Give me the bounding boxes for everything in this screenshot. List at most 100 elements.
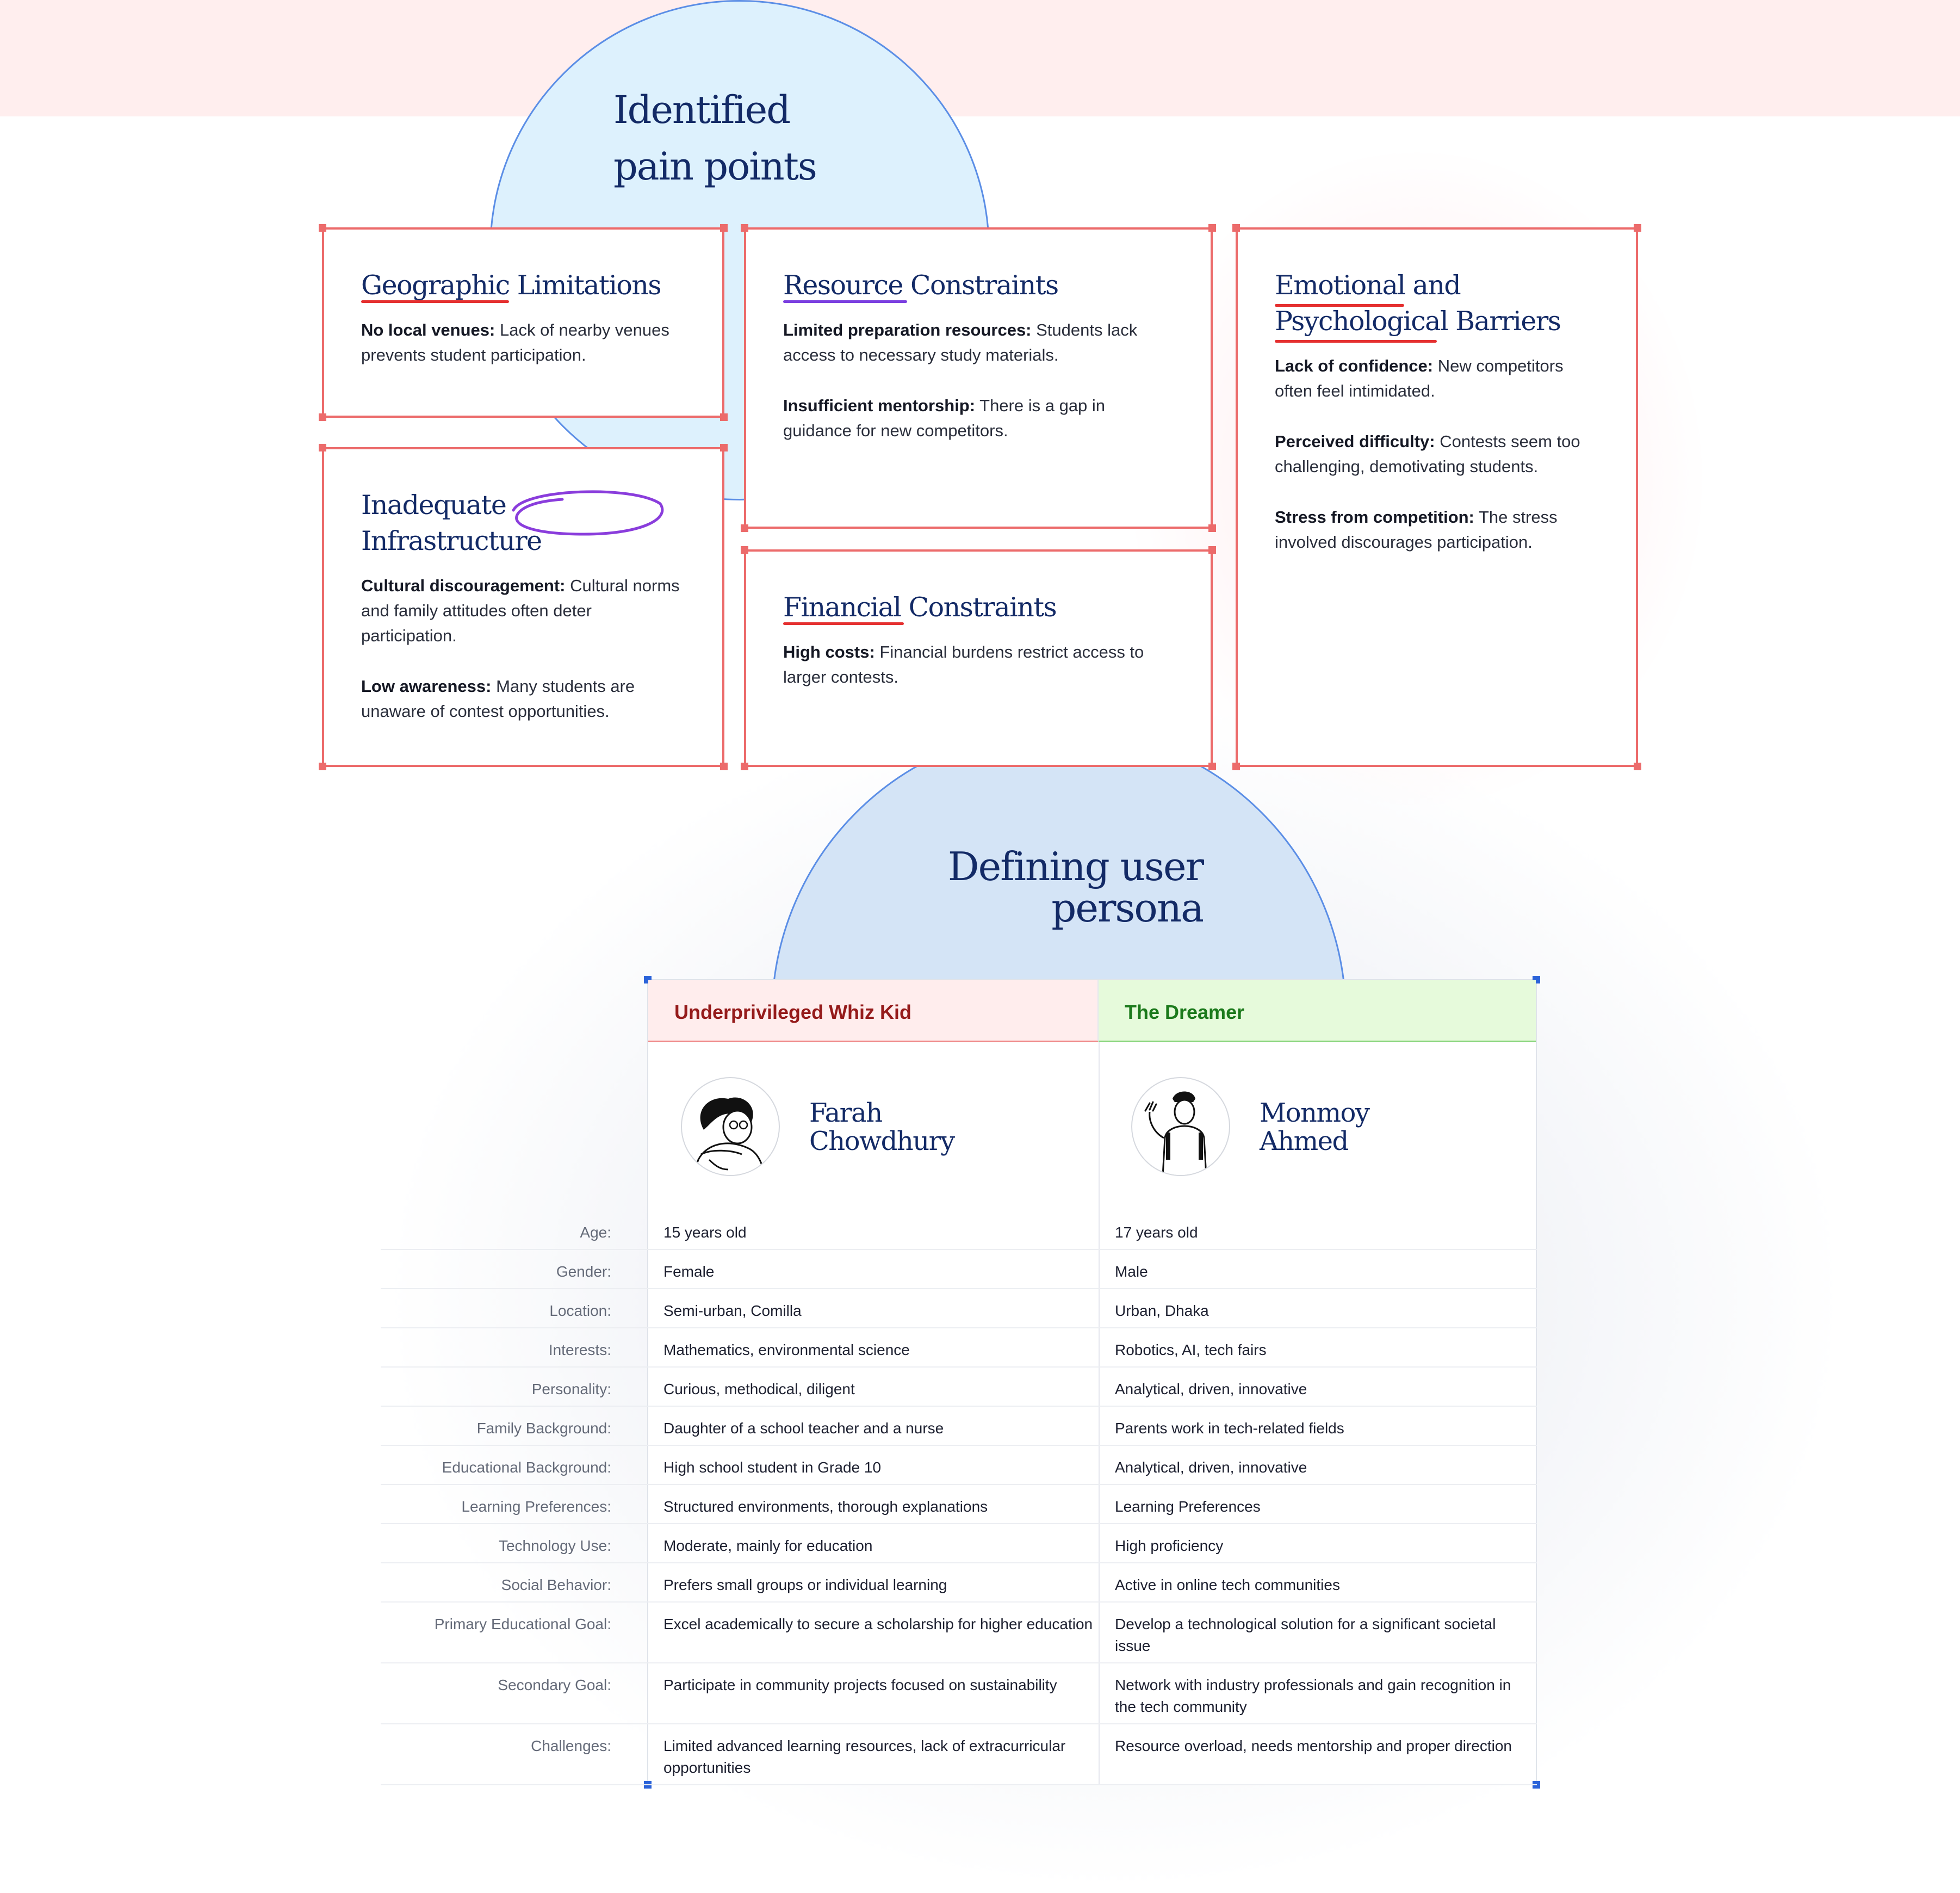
pain-card-resource: Resource Constraints Limited preparation…: [741, 224, 1216, 532]
table-row: Gender: Female Male: [381, 1250, 1537, 1289]
persona-1-value: High school student in Grade 10: [663, 1459, 882, 1476]
persona-2-value: Active in online tech communities: [1115, 1576, 1340, 1593]
persona-1-value: Excel academically to secure a scholarsh…: [663, 1616, 1093, 1632]
heading-line: Identified: [613, 88, 791, 132]
pain-item: Limited preparation resources: Students …: [783, 320, 1138, 364]
persona-2-value: Parents work in tech-related fields: [1115, 1420, 1344, 1437]
card-title: Emotional and Psychological Barriers: [1275, 268, 1600, 339]
card-title: Resource Constraints: [783, 270, 1059, 301]
pain-points-heading: Identified pain points: [613, 82, 817, 195]
persona-name: Monmoy Ahmed: [1260, 1098, 1370, 1156]
pain-item: Low awareness: Many students are unaware…: [361, 677, 635, 721]
persona-2-value: Analytical, driven, innovative: [1115, 1459, 1307, 1476]
persona-2-value: Develop a technological solution for a s…: [1115, 1616, 1496, 1654]
pain-item: Insufficient mentorship: There is a gap …: [783, 396, 1106, 440]
persona-2-value: Urban, Dhaka: [1115, 1302, 1209, 1319]
persona-table: Underprivileged Whiz Kid The Dreamer Far…: [644, 976, 1540, 1789]
row-label: Educational Background:: [442, 1459, 611, 1476]
row-label: Challenges:: [531, 1737, 611, 1754]
persona-2-value: High proficiency: [1115, 1537, 1224, 1554]
table-row: Primary Educational Goal: Excel academica…: [381, 1603, 1537, 1663]
circled-highlight: [512, 490, 664, 536]
avatar: [1131, 1077, 1230, 1176]
pain-item: Stress from competition: The stress invo…: [1275, 508, 1558, 552]
row-label: Social Behavior:: [501, 1576, 611, 1593]
row-label: Primary Educational Goal:: [434, 1616, 611, 1632]
highlight-underline: [1275, 340, 1437, 343]
persona-2-value: Analytical, driven, innovative: [1115, 1381, 1307, 1397]
boy-waving-illustration-icon: [1144, 1091, 1207, 1175]
top-banner: [0, 0, 1960, 116]
pain-card-financial: Financial Constraints High costs: Financ…: [741, 546, 1216, 770]
persona-1-value: Female: [663, 1263, 715, 1280]
table-row: Learning Preferences: Structured environm…: [381, 1485, 1537, 1524]
persona-1-value: Semi-urban, Comilla: [663, 1302, 802, 1319]
row-label: Personality:: [531, 1381, 611, 1397]
card-title-line: Emotional and: [1275, 270, 1461, 301]
table-row: Social Behavior: Prefers small groups or …: [381, 1563, 1537, 1603]
highlight-underline: [361, 300, 509, 303]
pain-card-emotional: Emotional and Psychological Barriers Lac…: [1232, 224, 1641, 770]
pain-card-geographic: Geographic Limitations No local venues: …: [319, 224, 728, 421]
pain-item: Lack of confidence: New competitors ofte…: [1275, 356, 1564, 400]
card-title: Financial Constraints: [783, 592, 1057, 623]
pain-item: Cultural discouragement: Cultural norms …: [361, 576, 680, 645]
persona-1-value: Structured environments, thorough explan…: [663, 1498, 988, 1515]
persona-heading: Defining user persona: [903, 844, 1204, 931]
highlight-underline: [783, 300, 907, 303]
heading-line: persona: [1051, 885, 1204, 931]
table-row: Personality: Curious, methodical, diligen…: [381, 1368, 1537, 1407]
persona-1-value: Participate in community projects focuse…: [663, 1677, 1057, 1693]
name-line: Ahmed: [1260, 1126, 1349, 1156]
persona-2-value: Male: [1115, 1263, 1148, 1280]
table-row: Secondary Goal: Participate in community …: [381, 1663, 1537, 1724]
persona-1-value: Curious, methodical, diligent: [663, 1381, 855, 1397]
pain-item: Perceived difficulty: Contests seem too …: [1275, 432, 1580, 476]
name-line: Farah: [809, 1098, 883, 1128]
persona-1-value: Daughter of a school teacher and a nurse: [663, 1420, 944, 1437]
persona-1-value: Prefers small groups or individual learn…: [663, 1576, 947, 1593]
persona-1-value: 15 years old: [663, 1224, 747, 1241]
pain-item: No local venues: Lack of nearby venues p…: [361, 320, 669, 364]
table-row: Age: 15 years old 17 years old: [381, 1211, 1537, 1250]
name-line: Chowdhury: [809, 1126, 955, 1156]
row-label: Family Background:: [476, 1420, 611, 1437]
table-row: Family Background: Daughter of a school t…: [381, 1407, 1537, 1446]
card-title: Geographic Limitations: [361, 270, 662, 301]
persona-2-value: Network with industry professionals and …: [1115, 1677, 1511, 1715]
row-label: Learning Preferences:: [461, 1498, 611, 1515]
row-label: Technology Use:: [498, 1537, 611, 1554]
persona-name: Farah Chowdhury: [809, 1098, 955, 1156]
persona-type-header: The Dreamer: [1099, 980, 1536, 1042]
pain-item: High costs: Financial burdens restrict a…: [783, 642, 1144, 686]
row-label: Age:: [580, 1224, 611, 1241]
highlight-underline: [1275, 304, 1404, 307]
table-row: Educational Background: High school stude…: [381, 1446, 1537, 1485]
row-label: Gender:: [556, 1263, 611, 1280]
persona-1-value: Limited advanced learning resources, lac…: [663, 1737, 1066, 1776]
row-label: Secondary Goal:: [498, 1677, 611, 1693]
table-row: Technology Use: Moderate, mainly for educ…: [381, 1524, 1537, 1563]
persona-2-value: Learning Preferences: [1115, 1498, 1261, 1515]
table-row: Challenges: Limited advanced learning res…: [381, 1724, 1537, 1785]
heading-line: pain points: [613, 144, 817, 189]
table-row: Location: Semi-urban, Comilla Urban, Dhaka: [381, 1289, 1537, 1328]
table-row: Interests: Mathematics, environmental sci…: [381, 1328, 1537, 1368]
persona-type-header: Underprivileged Whiz Kid: [648, 980, 1099, 1042]
persona-2-value: Resource overload, needs mentorship and …: [1115, 1737, 1512, 1754]
card-title: Inadequate Infrastructure: [361, 490, 542, 556]
highlight-underline: [783, 622, 904, 625]
persona-2-value: 17 years old: [1115, 1224, 1198, 1241]
persona-1-value: Mathematics, environmental science: [663, 1341, 910, 1358]
pain-card-infrastructure: Inadequate Infrastructure Cultural disco…: [319, 444, 728, 770]
card-title-line: Psychological Barriers: [1275, 306, 1561, 337]
persona-2-value: Robotics, AI, tech fairs: [1115, 1341, 1267, 1358]
row-label: Interests:: [548, 1341, 611, 1358]
row-label: Location:: [549, 1302, 611, 1319]
heading-line: Defining user: [947, 844, 1204, 889]
girl-illustration-icon: [692, 1097, 765, 1175]
persona-1-value: Moderate, mainly for education: [663, 1537, 873, 1554]
avatar: [681, 1077, 780, 1176]
name-line: Monmoy: [1260, 1098, 1370, 1128]
